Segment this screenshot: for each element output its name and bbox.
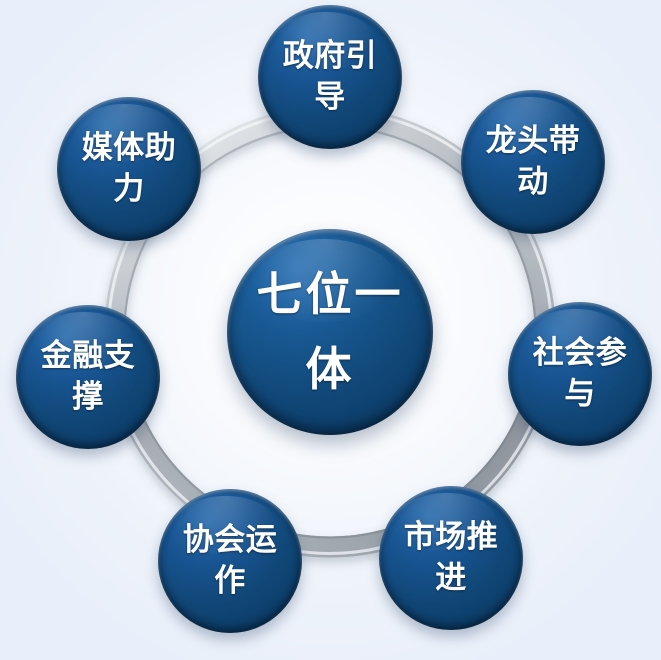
- node-financial-support[interactable]: 金融支撑: [16, 305, 160, 449]
- node-label-market-promotion: 市场推进: [403, 518, 499, 596]
- node-label-social-participation: 社会参与: [532, 334, 628, 412]
- node-label-association-operation: 协会运作: [182, 521, 278, 599]
- node-label-leader-driving: 龙头带动: [485, 122, 581, 200]
- node-leader-driving[interactable]: 龙头带动: [461, 90, 605, 234]
- node-hub-seven-in-one[interactable]: 七位一体: [227, 229, 433, 435]
- node-association-operation[interactable]: 协会运作: [158, 489, 302, 633]
- node-label-financial-support: 金融支撑: [40, 337, 136, 415]
- node-social-participation[interactable]: 社会参与: [508, 302, 652, 446]
- node-government-guidance[interactable]: 政府引导: [258, 5, 402, 149]
- node-label-government-guidance: 政府引导: [282, 37, 378, 115]
- node-label-hub: 七位一体: [256, 267, 404, 396]
- node-media-assistance[interactable]: 媒体助力: [57, 97, 201, 241]
- node-market-promotion[interactable]: 市场推进: [379, 486, 523, 630]
- node-label-media-assistance: 媒体助力: [81, 129, 177, 207]
